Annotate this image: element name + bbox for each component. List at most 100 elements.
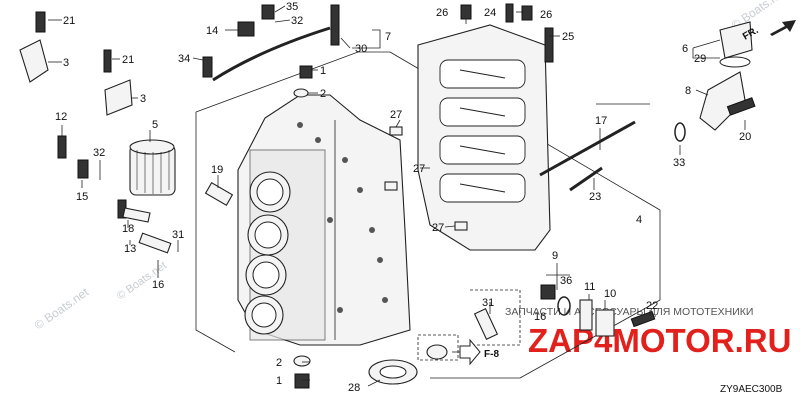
- callout: 29: [694, 53, 706, 65]
- callout: 15: [76, 191, 88, 203]
- callout: 31: [482, 297, 494, 309]
- callout: 32: [93, 147, 105, 159]
- callout: 28: [348, 382, 360, 394]
- callout: 8: [685, 85, 691, 97]
- sensor-15: [77, 159, 89, 179]
- callout: 26: [540, 9, 552, 21]
- callout: 14: [206, 25, 218, 37]
- bolt-20: [726, 97, 756, 116]
- callout: 2: [320, 88, 326, 100]
- bolt-17: [539, 120, 636, 177]
- f8-label: F-8: [484, 349, 499, 360]
- callout: 33: [673, 157, 685, 169]
- cylinder-bores: [244, 171, 291, 335]
- dowel-27-a: [389, 126, 403, 136]
- bolt-22: [630, 310, 656, 328]
- callout: 11: [584, 281, 595, 293]
- bolt-21-top: [35, 11, 46, 33]
- bolt-26-a: [460, 4, 472, 20]
- oil-filter-5: [129, 139, 176, 196]
- callout: 19: [211, 164, 223, 176]
- callout: 27: [390, 109, 402, 121]
- small-parts: [19, 3, 756, 389]
- callout: 1: [320, 65, 326, 77]
- seal-29: [719, 56, 751, 68]
- callout: 31: [172, 229, 184, 241]
- plug-36: [540, 284, 556, 300]
- leader-lines: [48, 5, 746, 387]
- pin-30: [330, 4, 340, 46]
- callout: 3: [63, 57, 69, 69]
- callout: 10: [604, 288, 616, 300]
- sensor-16-b: [473, 308, 499, 340]
- f8-reference: F-8: [459, 338, 499, 366]
- dowel-27-b: [384, 181, 398, 191]
- washer-2-top: [293, 88, 309, 98]
- callout: 6: [682, 43, 688, 55]
- sensor-12: [57, 135, 67, 159]
- callout: 30: [355, 43, 367, 55]
- bracket-3-mid: [104, 79, 133, 116]
- callout: 22: [646, 300, 658, 312]
- washer-9: [557, 296, 571, 316]
- callout: 13: [124, 243, 136, 255]
- callout: 16: [534, 311, 546, 323]
- callout: 4: [636, 214, 642, 226]
- callout: 21: [122, 54, 134, 66]
- cover-6: [719, 21, 753, 59]
- callout-labels: 21 3 35 32 14 7 30 34 21 1 2 3 12 5 32 1…: [55, 1, 751, 394]
- bolt-34: [202, 56, 213, 78]
- callout: 24: [484, 7, 496, 19]
- callout: 7: [385, 31, 391, 43]
- sensor-16: [138, 232, 172, 254]
- plug-1-top: [299, 65, 313, 79]
- fitting-f8: [426, 344, 448, 360]
- dowel-27-c: [454, 221, 468, 231]
- callout: 25: [562, 31, 574, 43]
- f8-arrow-icon: [459, 338, 481, 366]
- callout: 36: [560, 275, 572, 287]
- callout: 21: [63, 15, 75, 27]
- watermark-ru-site: ZAP4MOTOR.RU: [528, 322, 791, 359]
- callout: 9: [552, 250, 558, 262]
- bolt-23: [569, 166, 603, 192]
- callout: 18: [122, 223, 134, 235]
- fr-arrow-icon: [770, 20, 796, 36]
- bolt-26-b: [521, 5, 533, 21]
- callout: 3: [140, 93, 146, 105]
- connector-35: [261, 4, 275, 20]
- harness-7: [212, 26, 331, 82]
- callout: 5: [152, 119, 158, 131]
- callout: 34: [178, 53, 190, 65]
- watermark-ru-line: ЗАПЧАСТИ И АКСЕССУАРЫ ДЛЯ МОТОТЕХНИКИ: [505, 306, 753, 318]
- washer-2-bottom: [293, 355, 311, 367]
- gasket-10: [595, 309, 615, 337]
- diagram-code: ZY9AEC300B: [720, 384, 783, 395]
- bolt-21-mid: [103, 49, 112, 73]
- callout: 23: [589, 191, 601, 203]
- callout: 27: [432, 222, 444, 234]
- callout: 26: [436, 7, 448, 19]
- callout: 12: [55, 111, 67, 123]
- crankcase-frame: [417, 24, 551, 251]
- dashed-box-f8: [417, 334, 459, 361]
- callout: 35: [286, 1, 298, 13]
- sensor-14: [237, 21, 255, 37]
- cylinder-block: [237, 94, 411, 346]
- pipe-8: [699, 71, 746, 131]
- ring-33: [674, 122, 686, 142]
- bracket-3-top: [19, 39, 49, 83]
- watermark-boats-left: © Boats.net: [32, 285, 92, 333]
- sensor-19: [204, 182, 234, 206]
- bolt-24: [505, 3, 514, 23]
- callout: 2: [276, 357, 282, 369]
- callout: 27: [413, 163, 425, 175]
- clip-13: [122, 207, 151, 223]
- plug-1-bottom: [294, 373, 310, 389]
- callout: 20: [739, 131, 751, 143]
- bolt-25: [544, 27, 554, 63]
- callout: 1: [276, 375, 282, 387]
- callout: 17: [595, 115, 607, 127]
